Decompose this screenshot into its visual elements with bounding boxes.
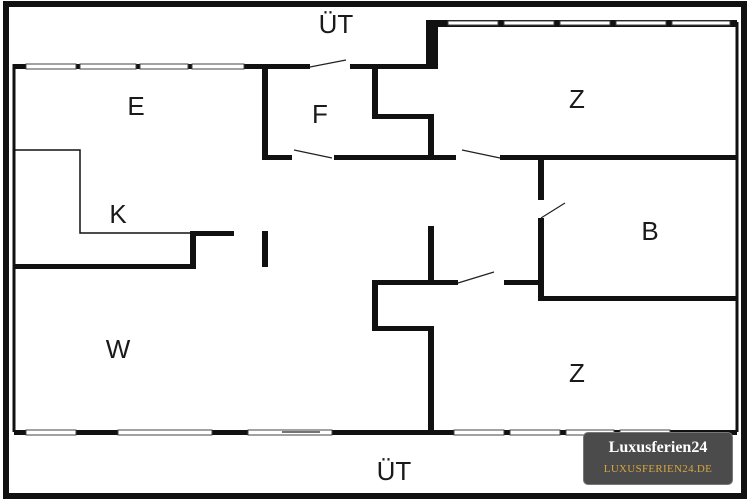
- wall-k-bottom: [14, 264, 194, 269]
- wall-step-vertical: [426, 22, 438, 69]
- window-e-2: [79, 63, 137, 70]
- wall-b-left-upper: [538, 158, 544, 200]
- wall-f-left: [262, 64, 268, 160]
- wall-center-lower: [428, 326, 434, 432]
- room-label-w: W: [106, 334, 131, 364]
- watermark-url: LUXUSFERIEN24.DE: [603, 463, 713, 475]
- wall-top-north: [14, 64, 264, 69]
- wall-f-bottom: [262, 155, 292, 160]
- wall-k-counter-right: [262, 231, 268, 267]
- wall-b-bottom: [538, 296, 737, 301]
- wall-b-left-lower: [538, 218, 544, 300]
- room-label-z-bottom: Z: [569, 358, 585, 388]
- window-z-2: [503, 20, 555, 26]
- wall-center-notch-left: [372, 280, 378, 330]
- window-z-3: [559, 20, 611, 26]
- wall-center-notch-bottom: [372, 326, 434, 331]
- window-e-3: [139, 63, 189, 70]
- door-z-top: [461, 149, 501, 159]
- window-e-1: [25, 63, 77, 70]
- outer-wall: [3, 1, 747, 499]
- room-label-k: K: [109, 199, 127, 229]
- door-z-bottom: [457, 271, 495, 284]
- wall-k-counter-top: [190, 231, 234, 236]
- window-z-5: [671, 20, 731, 26]
- room-label-z-top: Z: [569, 84, 585, 114]
- room-label-e: E: [127, 91, 144, 121]
- wall-center-horizontal: [372, 280, 458, 285]
- watermark-badge: Luxusferien24 LUXUSFERIEN24.DE: [584, 433, 732, 484]
- wall-k-counter-left: [190, 231, 196, 269]
- door-f: [293, 149, 333, 159]
- wall-f-right-lower: [428, 114, 434, 160]
- room-label-ut-bottom: ÜT: [377, 456, 412, 486]
- door-b: [540, 202, 566, 219]
- window-z-1: [447, 20, 499, 26]
- watermark-title: Luxusferien24: [608, 439, 708, 456]
- wall-center-horizontal-2: [504, 280, 542, 285]
- room-label-f: F: [312, 99, 328, 129]
- window-w-1: [25, 429, 77, 436]
- wall-f-right-upper: [372, 64, 378, 118]
- door-top-balcony: [309, 59, 347, 68]
- wall-top-f: [262, 64, 310, 69]
- wall-f-bottom-2: [334, 155, 456, 160]
- window-zb-1: [453, 429, 505, 436]
- room-label-b: B: [641, 216, 658, 246]
- window-zb-2: [509, 429, 561, 436]
- wall-f-right-mid: [372, 114, 432, 119]
- wall-z-top-bottom: [500, 155, 737, 160]
- window-z-4: [615, 20, 667, 26]
- window-e-4: [191, 63, 245, 70]
- wall-center-stub: [428, 226, 434, 284]
- wall-k-partition: [14, 149, 190, 234]
- window-w-2: [117, 429, 213, 436]
- room-label-ut-top: ÜT: [319, 9, 354, 39]
- wall-top-f2: [350, 64, 426, 69]
- wall-bottom-south: [14, 430, 737, 435]
